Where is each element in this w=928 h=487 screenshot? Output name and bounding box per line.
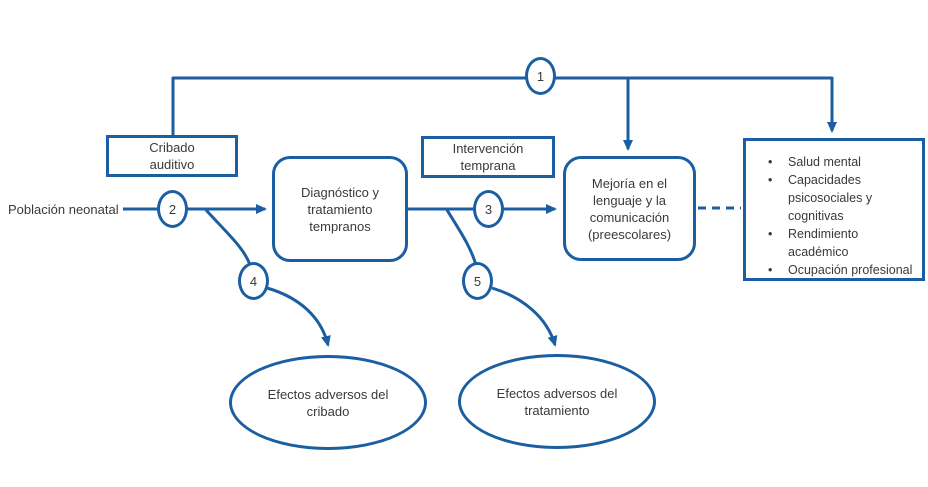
node-mejoria-lenguaje: Mejoría en el lenguaje y la comunicación… [563, 156, 696, 261]
kq-circle-3: 3 [473, 190, 504, 228]
node-outcomes-largo-plazo: Salud mental Capacidades psicosociales y… [743, 138, 925, 281]
outcome-item: Rendimiento académico [764, 225, 918, 261]
node-label: Efectos adversos del tratamiento [496, 385, 618, 418]
node-label: Diagnóstico y tratamiento tempranos [300, 184, 380, 234]
node-efectos-adversos-cribado: Efectos adversos del cribado [229, 355, 427, 450]
kq-circle-5: 5 [462, 262, 493, 300]
kq1-arrow [171, 76, 837, 135]
node-label: Efectos adversos del cribado [267, 386, 389, 419]
node-label: Mejoría en el lenguaje y la comunicación… [587, 175, 672, 242]
kq4-curve-upper [204, 208, 252, 266]
outcome-item: Salud mental [764, 153, 918, 171]
outcomes-list: Salud mental Capacidades psicosociales y… [764, 153, 918, 279]
node-intervencion-temprana: Intervención temprana [421, 136, 555, 178]
node-cribado-auditivo: Cribado auditivo [106, 135, 238, 177]
outcome-item: Capacidades psicosociales y cognitivas [764, 171, 918, 225]
node-label: Cribado auditivo [149, 140, 195, 172]
population-label: Población neonatal [8, 202, 119, 217]
kq5-curve-upper [445, 209, 478, 266]
kq4-curve-arrow [266, 286, 331, 347]
node-efectos-adversos-tratamiento: Efectos adversos del tratamiento [458, 354, 656, 449]
node-label: Intervención temprana [452, 141, 524, 173]
kq-circle-1: 1 [525, 57, 556, 95]
node-diagnostico-tratamiento: Diagnóstico y tratamiento tempranos [272, 156, 408, 262]
kq-circle-2: 2 [157, 190, 188, 228]
outcome-item: Ocupación profesional [764, 261, 918, 279]
kq5-curve-arrow [491, 286, 558, 347]
kq-circle-4: 4 [238, 262, 269, 300]
